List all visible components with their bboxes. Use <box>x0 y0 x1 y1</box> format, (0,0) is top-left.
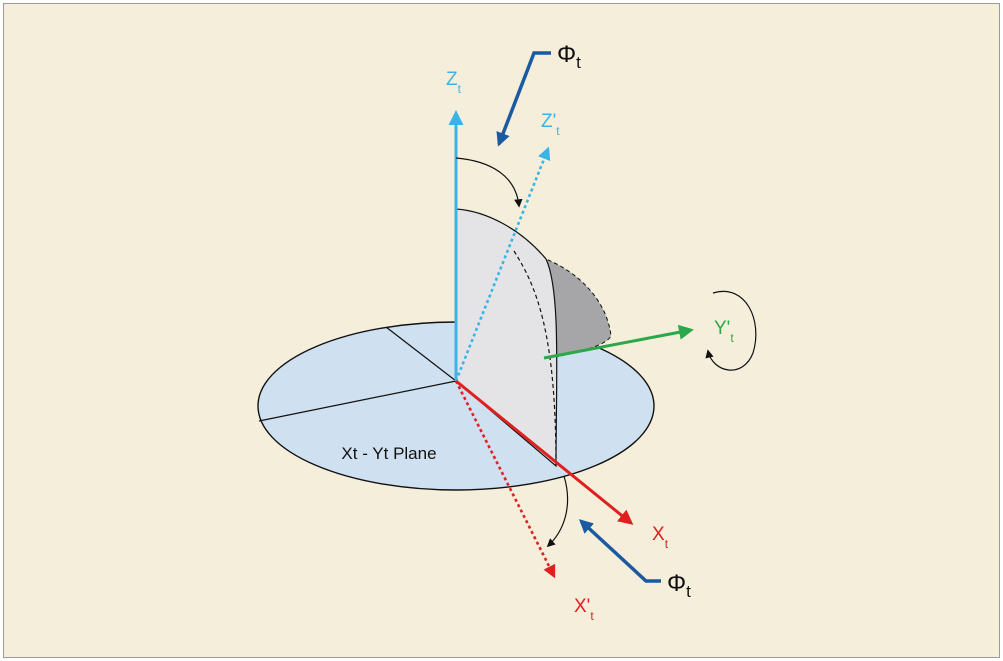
rotation-arc-bottom <box>546 475 569 548</box>
plane-label: Xt - Yt Plane <box>341 444 436 463</box>
phi-label-top: Φt <box>557 41 581 72</box>
y-rotation-loop <box>705 290 757 371</box>
z-axis-label: Zt <box>446 69 462 96</box>
y-prime-axis-label: Y't <box>714 318 734 345</box>
rotation-arc-top <box>455 157 523 208</box>
y-prime-axis <box>543 324 694 360</box>
x-axis <box>455 379 634 525</box>
x-prime-axis <box>454 380 556 579</box>
rotation-diagram: Xt - Yt Plane Zt Z't Y't Xt X't Φt Φt <box>257 41 757 623</box>
plane-radius-line <box>258 380 457 422</box>
z-prime-axis-label: Z't <box>541 111 560 138</box>
plane-radius-line <box>385 326 457 382</box>
diagram-frame: Xt - Yt Plane Zt Z't Y't Xt X't Φt Φt <box>3 3 1000 658</box>
phi-label-bottom: Φt <box>667 570 691 601</box>
x-prime-axis-label: X't <box>574 596 594 623</box>
phi-pointer-bottom <box>578 519 661 583</box>
sector-arc-dashed <box>513 250 557 467</box>
x-axis-label: Xt <box>652 524 669 551</box>
phi-pointer-top <box>496 51 551 147</box>
